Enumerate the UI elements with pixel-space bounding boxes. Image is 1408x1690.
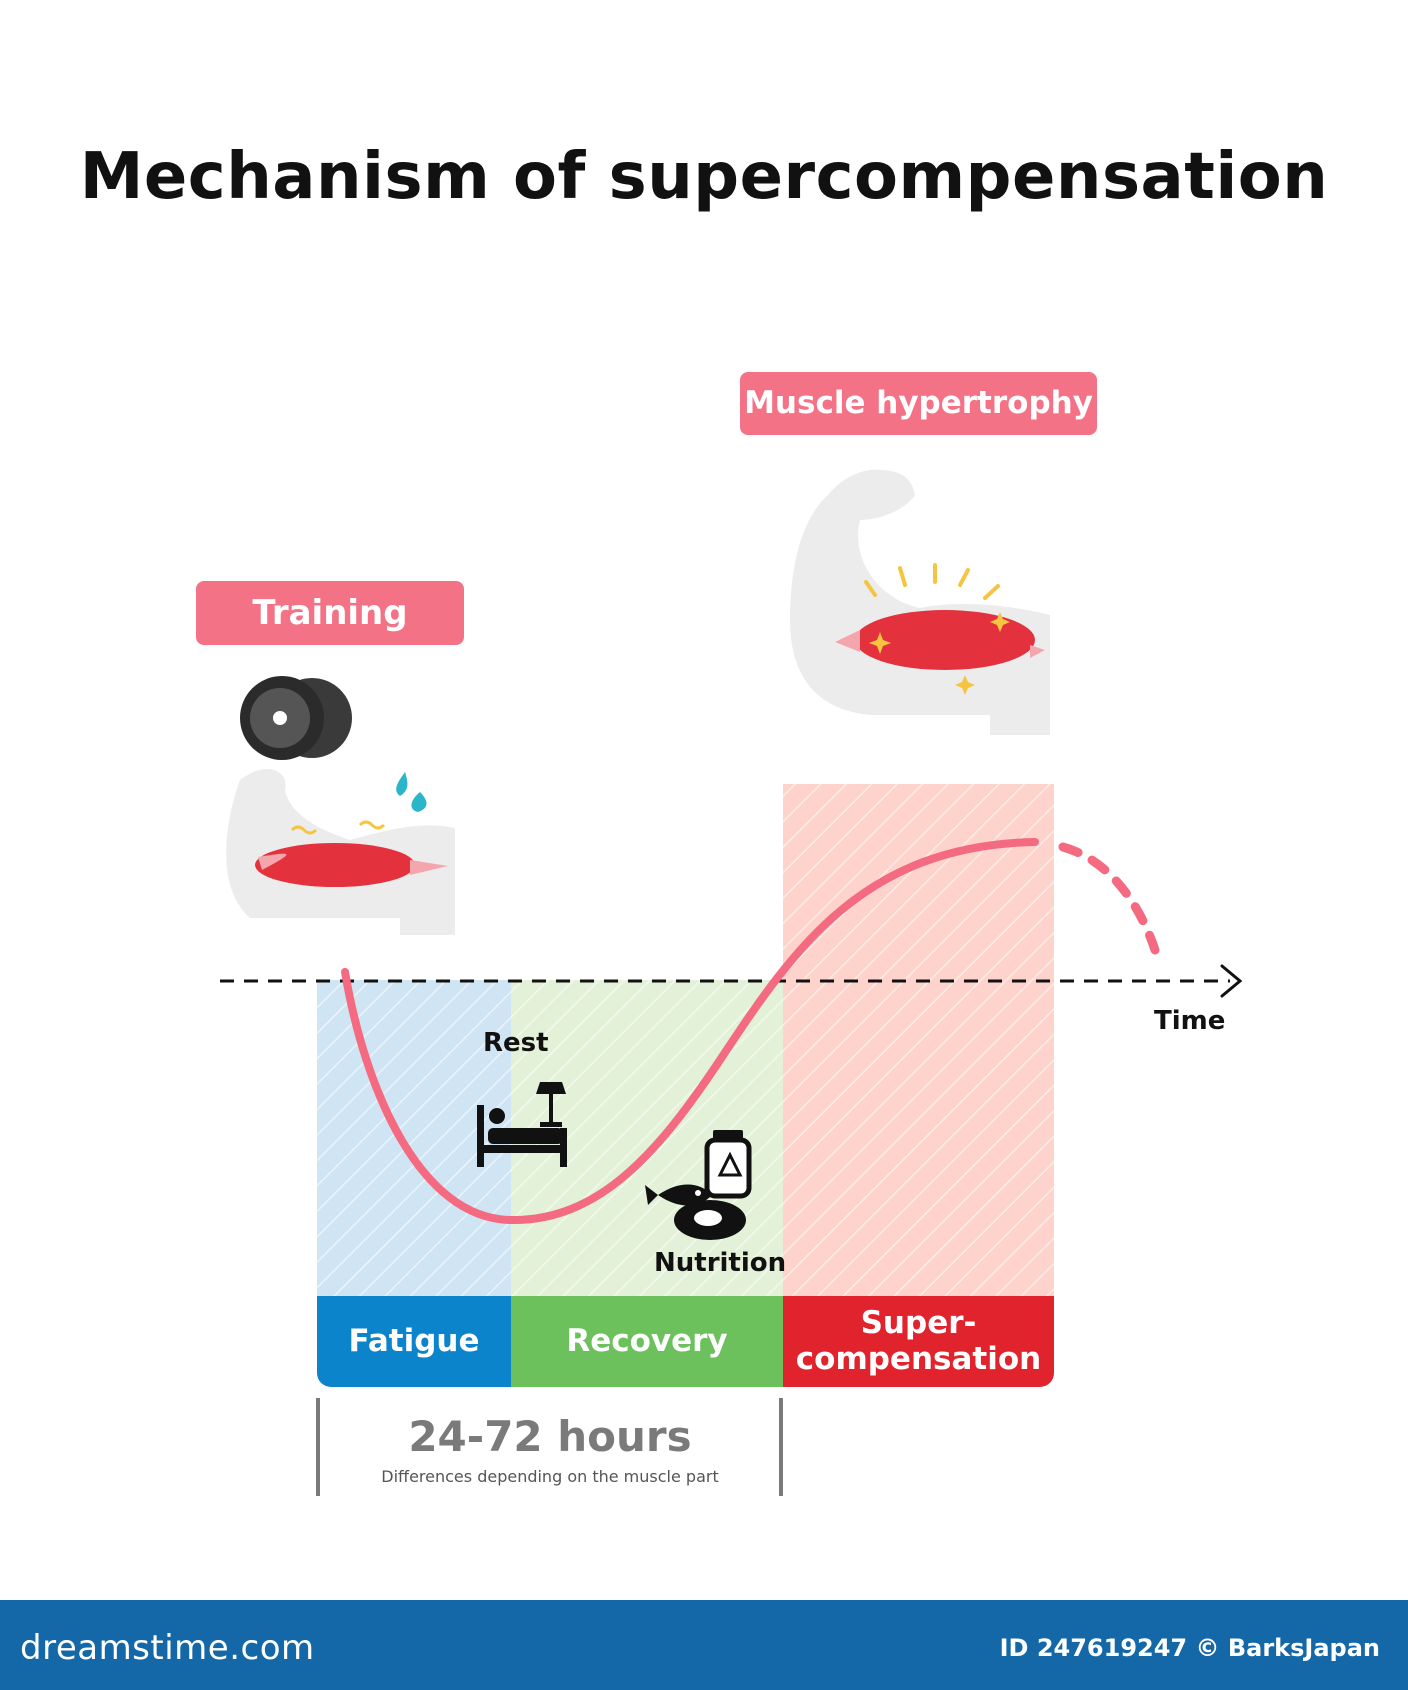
footer-brand[interactable]: dreamstime.com <box>20 1628 315 1668</box>
hypertrophy-label: Muscle hypertrophy <box>740 372 1097 435</box>
bed-icon <box>477 1082 567 1167</box>
training-arm-icon <box>226 769 455 935</box>
supercompensation-curve <box>341 838 1039 1225</box>
phase-recovery: Recovery <box>511 1296 783 1387</box>
duration-note: Differences depending on the muscle part <box>381 1467 719 1486</box>
food-icon <box>645 1130 752 1240</box>
duration-value: 24-72 hours <box>408 1412 692 1461</box>
flexed-arm-icon <box>790 469 1050 735</box>
nutrition-label: Nutrition <box>654 1248 787 1278</box>
time-axis-arrow-icon <box>1220 964 1243 998</box>
rest-label: Rest <box>483 1028 549 1058</box>
sparkle-icon <box>864 563 1010 695</box>
supercompensation-zone <box>783 784 1054 1296</box>
dumbbell-icon <box>240 676 352 760</box>
training-label: Training <box>196 581 464 645</box>
phase-fatigue: Fatigue <box>317 1296 511 1387</box>
phase-supercompensation: Super- compensation <box>783 1296 1054 1387</box>
footer-id: ID 247619247 © BarksJapan <box>999 1634 1380 1662</box>
footer-bar: dreamstime.com ID 247619247 © BarksJapan <box>0 1600 1408 1690</box>
decline-curve <box>1058 842 1160 955</box>
time-axis-label: Time <box>1154 1006 1226 1036</box>
sweat-icon <box>396 772 427 812</box>
page-title: Mechanism of supercompensation <box>79 140 1329 214</box>
